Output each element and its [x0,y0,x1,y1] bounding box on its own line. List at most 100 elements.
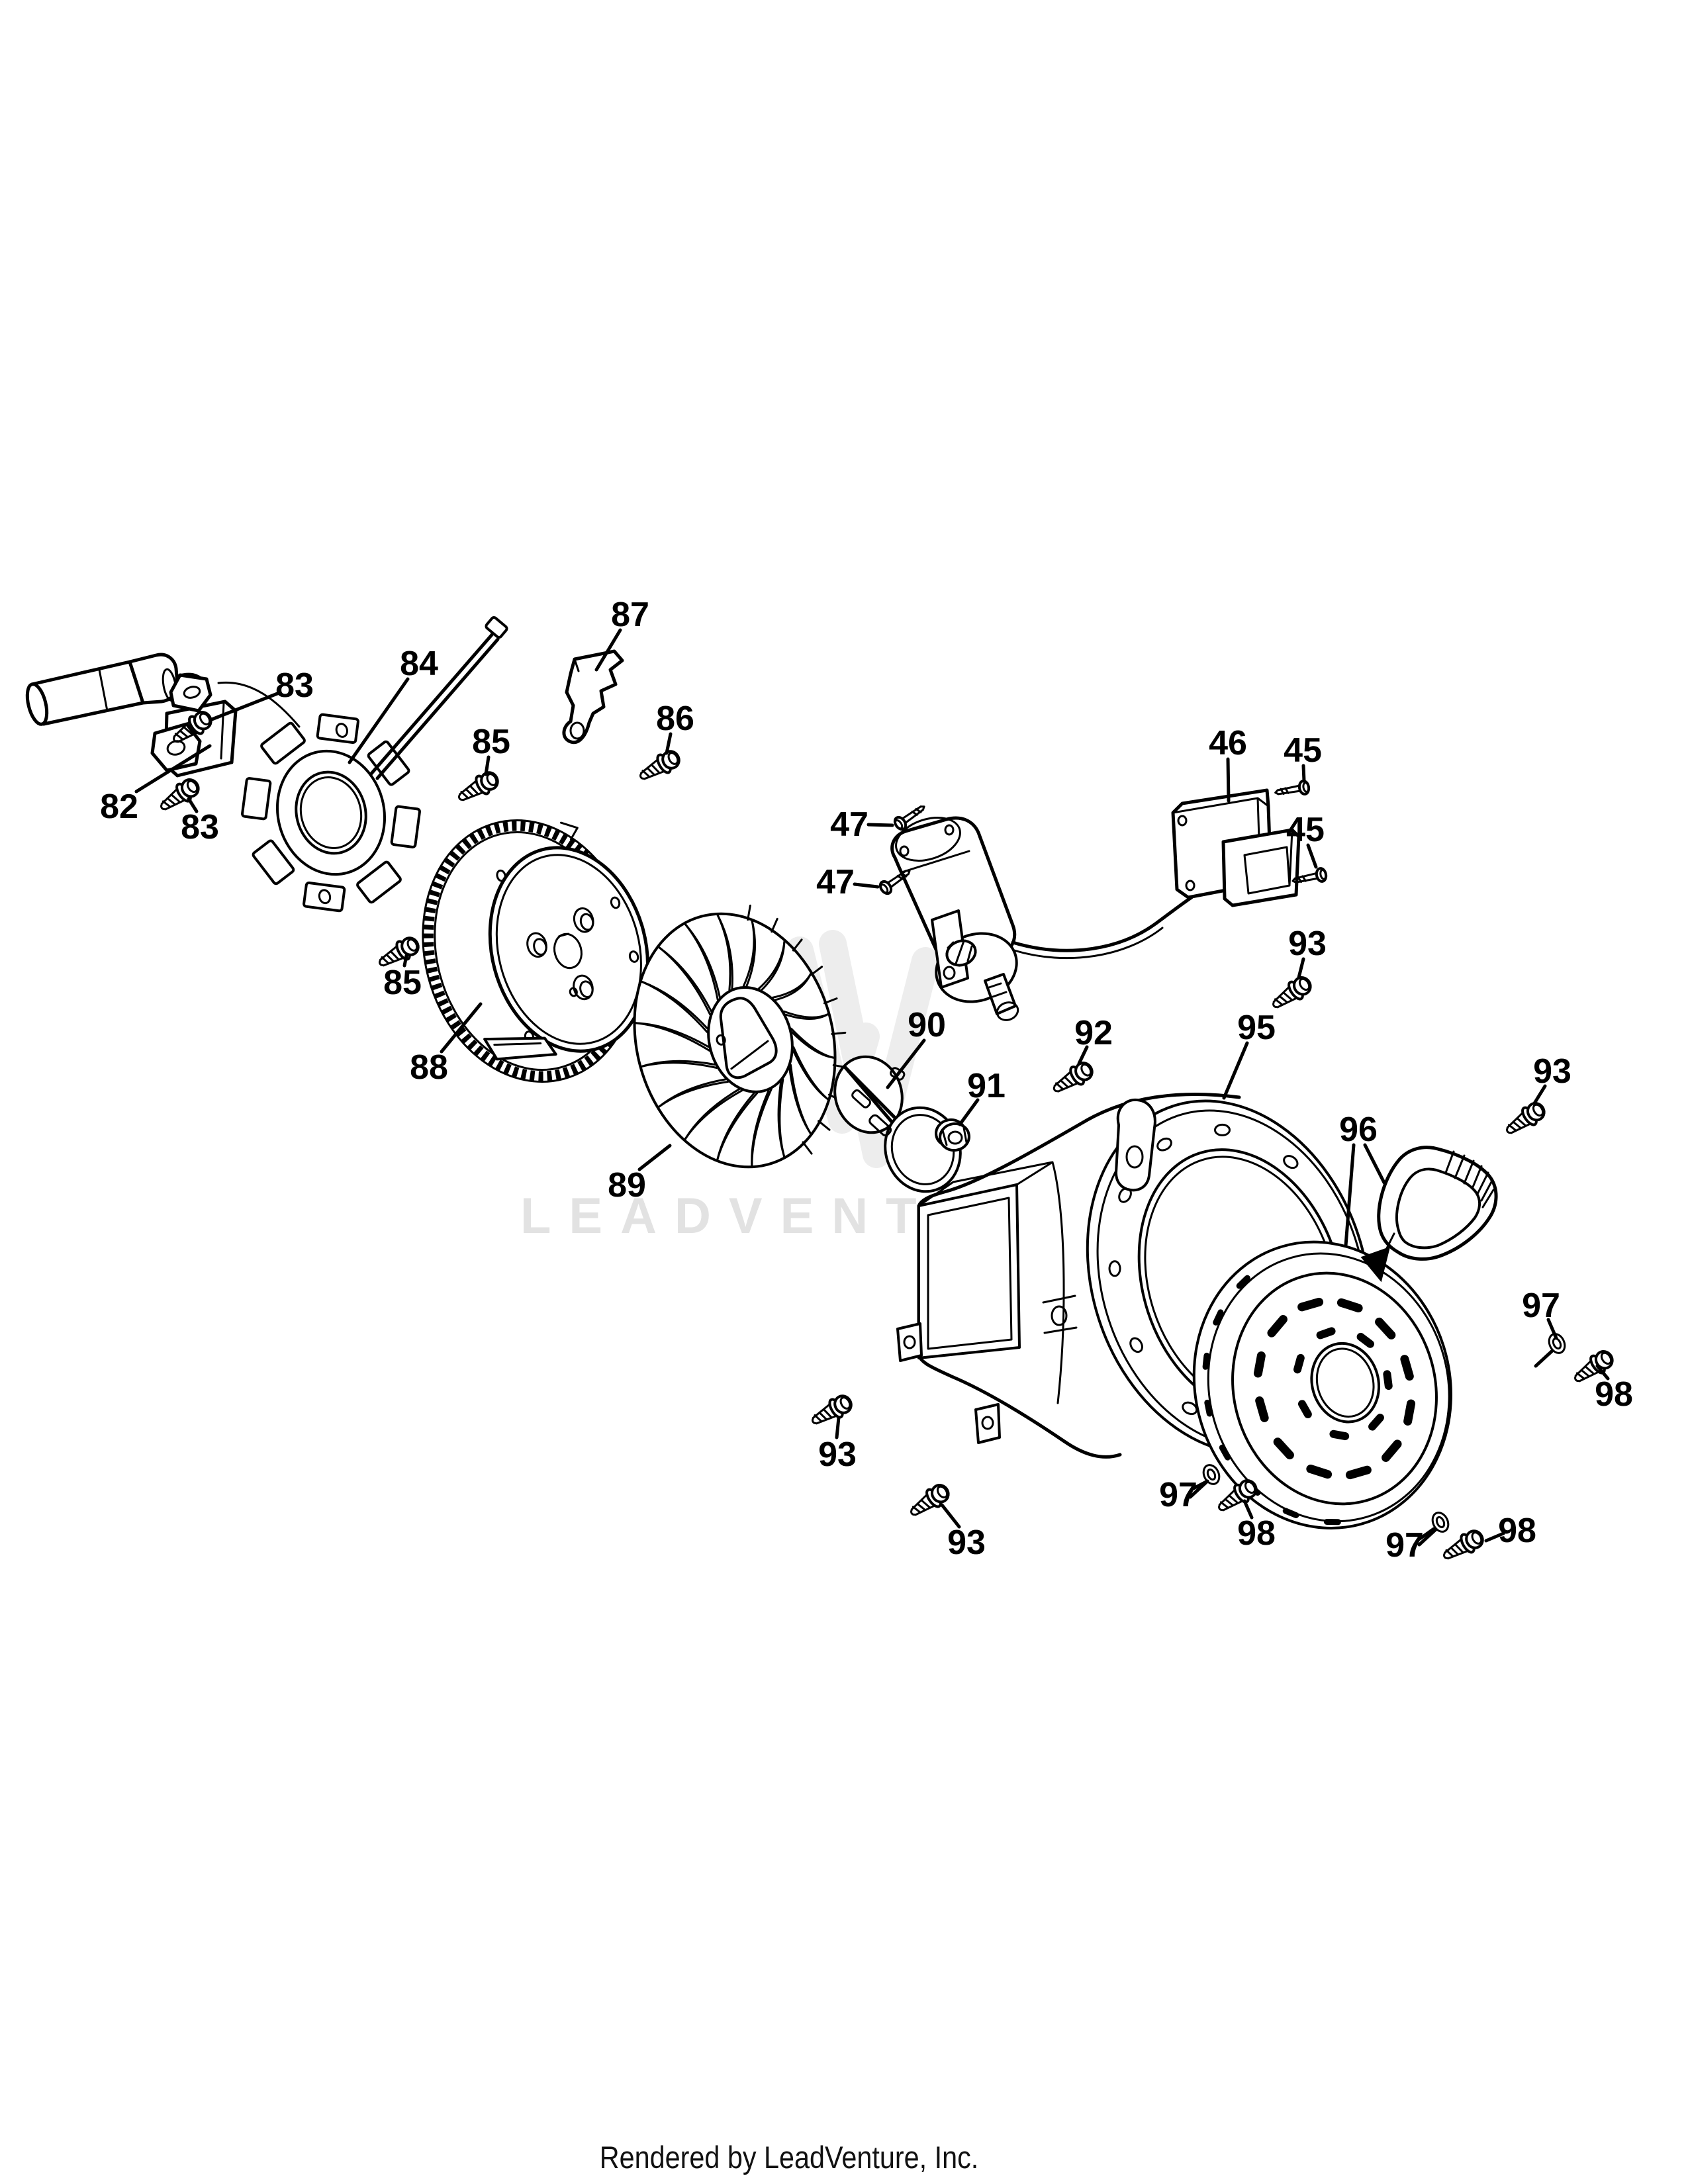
stator-pole [316,713,359,745]
stator-pole [390,805,421,848]
flange-bolt-hole [1156,1137,1172,1152]
leader-line-98 [1595,1364,1610,1381]
vent-slot [1293,1353,1305,1374]
fan-blade [716,1092,755,1161]
fan-blade [784,1013,829,1020]
fan-blade [777,1081,786,1158]
callout-45-27: 45 [1286,811,1325,849]
rendered-by-credit: Rendered by LeadVenture, Inc. [599,2140,979,2175]
screw-98-icon [1438,1525,1488,1567]
leader-line-45 [1301,764,1306,783]
vent-slot [1382,1439,1402,1462]
fan-blade [657,1078,727,1108]
callout-83-2: 83 [181,808,219,846]
vent-slot [1329,1430,1350,1441]
fan-blade-tip [747,904,751,921]
stator-pole [356,860,402,904]
screw-93-icon [806,1390,857,1432]
leader-line-97 [1546,1318,1558,1340]
fan-blade [745,920,757,987]
callout-88-8: 88 [410,1048,448,1087]
rope-guide-97-icon [1536,1332,1568,1366]
fan-blade [716,914,733,990]
callout-87-6: 87 [611,596,649,634]
vent-slot [1273,1437,1294,1460]
leader-line-87 [594,628,622,672]
leader-line-96 [1344,1143,1356,1248]
vent-slot [1345,1465,1372,1480]
fan-blade [658,946,712,1013]
callout-47-28: 47 [830,805,868,844]
callout-98-20: 98 [1595,1375,1633,1414]
leader-line-97 [1192,1479,1209,1490]
vent-slot [1403,1399,1416,1426]
screw-92-icon [1048,1057,1098,1100]
starter-motor-drawing [890,816,1194,1021]
callout-86-5: 86 [656,700,694,738]
callout-96-18: 96 [1339,1111,1378,1149]
vent-slot [1375,1317,1396,1340]
leader-line-98 [1484,1531,1505,1543]
vent-slot [1236,1275,1250,1289]
callout-93-17: 93 [947,1524,986,1562]
fan-blade [774,973,812,1001]
fan-blade [640,1060,716,1068]
leader-line-86 [665,732,673,755]
callout-85-7: 85 [383,964,422,1002]
vent-slot [1219,1444,1231,1461]
vent-slot [1253,1351,1266,1378]
vent-slot [1306,1464,1333,1479]
vent-slot [1383,1370,1393,1390]
fan-blade [684,1088,741,1140]
starter-cup-drawing [833,1055,962,1193]
stator-pole [260,721,306,765]
flange-bolt-hole [1182,1401,1198,1416]
leader-line-89 [637,1144,672,1171]
rope-guide-97-icon [1419,1510,1451,1545]
vent-slot [1368,1414,1384,1431]
leader-line-93 [1532,1084,1547,1105]
leader-line-95 [1222,1041,1249,1100]
callout-90-10: 90 [908,1006,946,1044]
fan-blade [792,1050,829,1101]
callout-85-4: 85 [472,723,510,761]
vent-slot [1323,1518,1341,1525]
leader-line-92 [1077,1045,1089,1066]
vent-slot [1204,1399,1213,1417]
vent-slot [1267,1315,1288,1338]
vent-slot [1282,1508,1299,1518]
callout-98-22: 98 [1237,1514,1276,1553]
vent-slot [1255,1396,1269,1422]
callout-47-29: 47 [816,863,855,901]
vent-slot [1297,1297,1324,1312]
fan-blade [760,940,786,991]
callout-95-13: 95 [1237,1009,1276,1047]
fan-blade [641,980,708,1030]
vent-slot [1202,1352,1210,1370]
leader-line-88 [440,1002,483,1054]
callout-46-25: 46 [1209,724,1247,762]
leader-line-83 [187,797,199,813]
vent-slot [1336,1298,1363,1313]
screw-93-icon [1266,972,1316,1016]
callout-84-3: 84 [400,645,438,683]
callout-97-23: 97 [1385,1526,1424,1565]
fan-blade [684,923,721,999]
leader-line-45 [1306,843,1318,869]
callout-93-16: 93 [818,1435,857,1474]
fan-blade-tip [831,1031,847,1035]
leader-line-93 [1297,957,1305,979]
fan-blade [751,1089,770,1167]
callout-97-19: 97 [1522,1287,1560,1325]
leader-line-93 [835,1416,841,1439]
vent-slot [1356,1332,1374,1348]
fan-blade-tip [823,997,838,1005]
vent-slot [1297,1400,1312,1419]
starter-relay-drawing [1171,788,1301,907]
screw-93-icon [1500,1097,1550,1142]
fan-blade [635,1022,710,1048]
stator-drawing [217,615,508,913]
leader-line-98 [1243,1499,1254,1520]
